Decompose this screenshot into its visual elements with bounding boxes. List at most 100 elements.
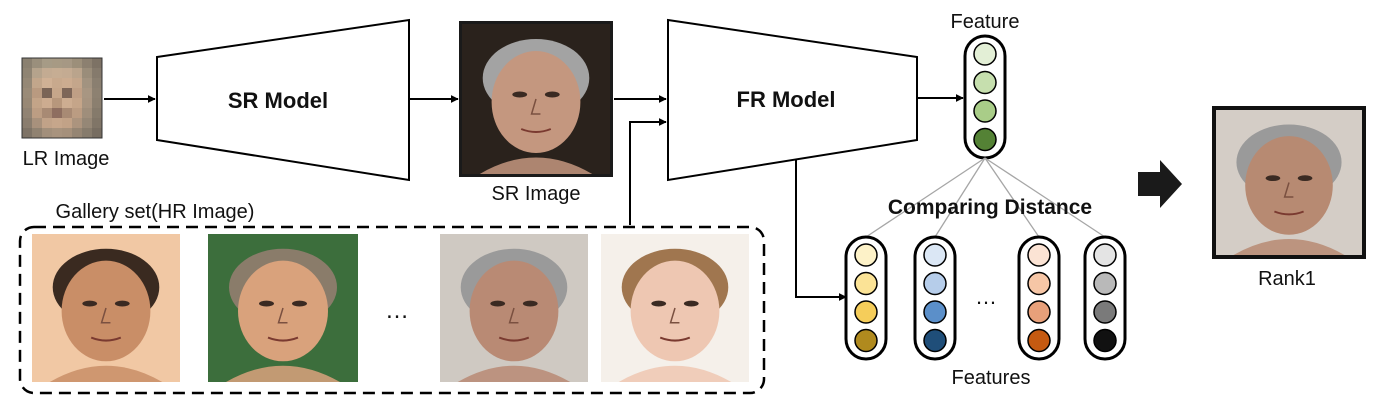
gallery-face-3 bbox=[440, 234, 588, 382]
gallery-set-label: Gallery set(HR Image) bbox=[56, 201, 255, 223]
lr-pixel bbox=[82, 58, 92, 68]
sr-image-label: SR Image bbox=[492, 183, 581, 205]
lr-pixel bbox=[42, 78, 52, 88]
feature-cell bbox=[923, 300, 947, 324]
comparing-distance-label: Comparing Distance bbox=[888, 196, 1092, 219]
lr-pixel bbox=[62, 68, 72, 78]
gallery-face-4 bbox=[601, 234, 749, 382]
lr-pixel bbox=[22, 58, 32, 68]
lr-pixel bbox=[42, 68, 52, 78]
feature-cell bbox=[973, 127, 997, 152]
lr-pixel bbox=[42, 128, 52, 138]
lr-pixel bbox=[32, 98, 42, 108]
feature-cell bbox=[1027, 243, 1051, 267]
lr-image bbox=[21, 57, 103, 139]
feature-cell bbox=[1093, 271, 1117, 296]
feature-cell bbox=[1027, 300, 1051, 324]
gallery-feature-capsule-3 bbox=[1017, 235, 1061, 361]
lr-pixel bbox=[32, 78, 42, 88]
lr-pixel bbox=[72, 118, 82, 128]
lr-pixel bbox=[72, 108, 82, 118]
sr-model-block bbox=[156, 18, 410, 182]
feature-cell bbox=[854, 271, 878, 296]
gallery-feature-capsule-2 bbox=[913, 235, 957, 361]
lr-pixel bbox=[62, 108, 72, 118]
lr-pixel bbox=[52, 118, 62, 128]
query-feature-vector bbox=[963, 34, 1007, 160]
lr-pixel bbox=[32, 58, 42, 68]
lr-pixel bbox=[82, 88, 92, 98]
gallery-face-2 bbox=[208, 234, 358, 382]
feature-cell bbox=[973, 99, 997, 123]
lr-pixel bbox=[52, 108, 62, 118]
feature-cell bbox=[923, 271, 947, 296]
lr-pixel bbox=[62, 98, 72, 108]
lr-pixel bbox=[32, 88, 42, 98]
comparison-line-3 bbox=[984, 157, 1040, 238]
lr-pixel bbox=[22, 108, 32, 118]
lr-pixel bbox=[62, 118, 72, 128]
lr-pixel bbox=[52, 78, 62, 88]
feature-cell bbox=[1093, 328, 1117, 353]
lr-pixel bbox=[32, 108, 42, 118]
lr-pixel bbox=[72, 58, 82, 68]
feature-cell bbox=[923, 328, 947, 353]
lr-pixel bbox=[92, 108, 102, 118]
lr-pixel bbox=[22, 128, 32, 138]
gallery-images bbox=[32, 234, 749, 382]
gallery-feature-vectors bbox=[844, 235, 1127, 361]
lr-pixel bbox=[42, 118, 52, 128]
query-feature-capsule bbox=[963, 34, 1007, 160]
features-ellipsis: … bbox=[975, 284, 997, 309]
lr-pixel bbox=[92, 88, 102, 98]
lr-pixel bbox=[52, 98, 62, 108]
feature-cell bbox=[973, 70, 997, 95]
feature-cell bbox=[973, 42, 997, 66]
rank1-face bbox=[1216, 110, 1362, 255]
features-label: Features bbox=[952, 367, 1031, 389]
lr-pixel bbox=[82, 108, 92, 118]
lr-pixel bbox=[52, 128, 62, 138]
rank1-image bbox=[1212, 106, 1366, 259]
lr-pixel bbox=[92, 118, 102, 128]
lr-pixel bbox=[32, 68, 42, 78]
arrow-right-icon bbox=[1138, 160, 1182, 208]
lr-pixel bbox=[42, 88, 52, 98]
gallery-set-box bbox=[18, 225, 766, 395]
arrow-fr-to-features bbox=[795, 160, 847, 301]
gallery-feature-capsule-4 bbox=[1083, 235, 1127, 361]
feature-cell bbox=[854, 328, 878, 353]
comparison-line-1 bbox=[865, 157, 986, 238]
gallery-face-1 bbox=[32, 234, 180, 382]
lr-pixel bbox=[42, 58, 52, 68]
lr-pixel bbox=[22, 88, 32, 98]
lr-pixel bbox=[42, 108, 52, 118]
lr-pixel bbox=[22, 78, 32, 88]
lr-pixel bbox=[52, 68, 62, 78]
feature-cell bbox=[1027, 271, 1051, 296]
lr-pixel bbox=[92, 98, 102, 108]
lr-pixel bbox=[72, 128, 82, 138]
lr-pixel bbox=[22, 68, 32, 78]
lr-pixel bbox=[92, 128, 102, 138]
lr-pixel bbox=[32, 128, 42, 138]
feature-cell bbox=[923, 243, 947, 267]
feature-cell bbox=[1093, 243, 1117, 267]
lr-pixel bbox=[62, 88, 72, 98]
gallery-ellipsis: … bbox=[385, 297, 409, 324]
feature-cell bbox=[854, 300, 878, 324]
lr-pixel bbox=[92, 58, 102, 68]
fr-model-label: FR Model bbox=[737, 87, 836, 112]
arrow-gallery-to-fr bbox=[629, 118, 667, 225]
lr-pixel bbox=[62, 128, 72, 138]
sr-image bbox=[459, 21, 613, 177]
sr-model-label: SR Model bbox=[228, 88, 328, 113]
lr-pixel bbox=[62, 78, 72, 88]
lr-pixel bbox=[92, 78, 102, 88]
feature-cell bbox=[854, 243, 878, 267]
lr-pixel bbox=[62, 58, 72, 68]
lr-pixel bbox=[72, 78, 82, 88]
lr-pixel bbox=[22, 118, 32, 128]
lr-pixel bbox=[52, 58, 62, 68]
